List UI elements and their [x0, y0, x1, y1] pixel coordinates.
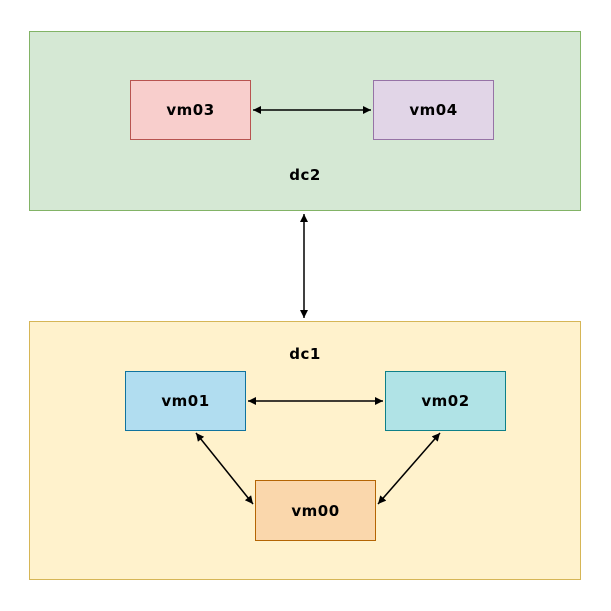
container-dc2-label: dc2: [289, 166, 321, 184]
node-vm04: vm04: [373, 80, 494, 140]
node-vm00: vm00: [255, 480, 376, 541]
container-dc1-label: dc1: [289, 345, 321, 363]
node-vm01: vm01: [125, 371, 246, 431]
node-vm03: vm03: [130, 80, 251, 140]
node-vm02: vm02: [385, 371, 506, 431]
container-dc2: [29, 31, 581, 211]
